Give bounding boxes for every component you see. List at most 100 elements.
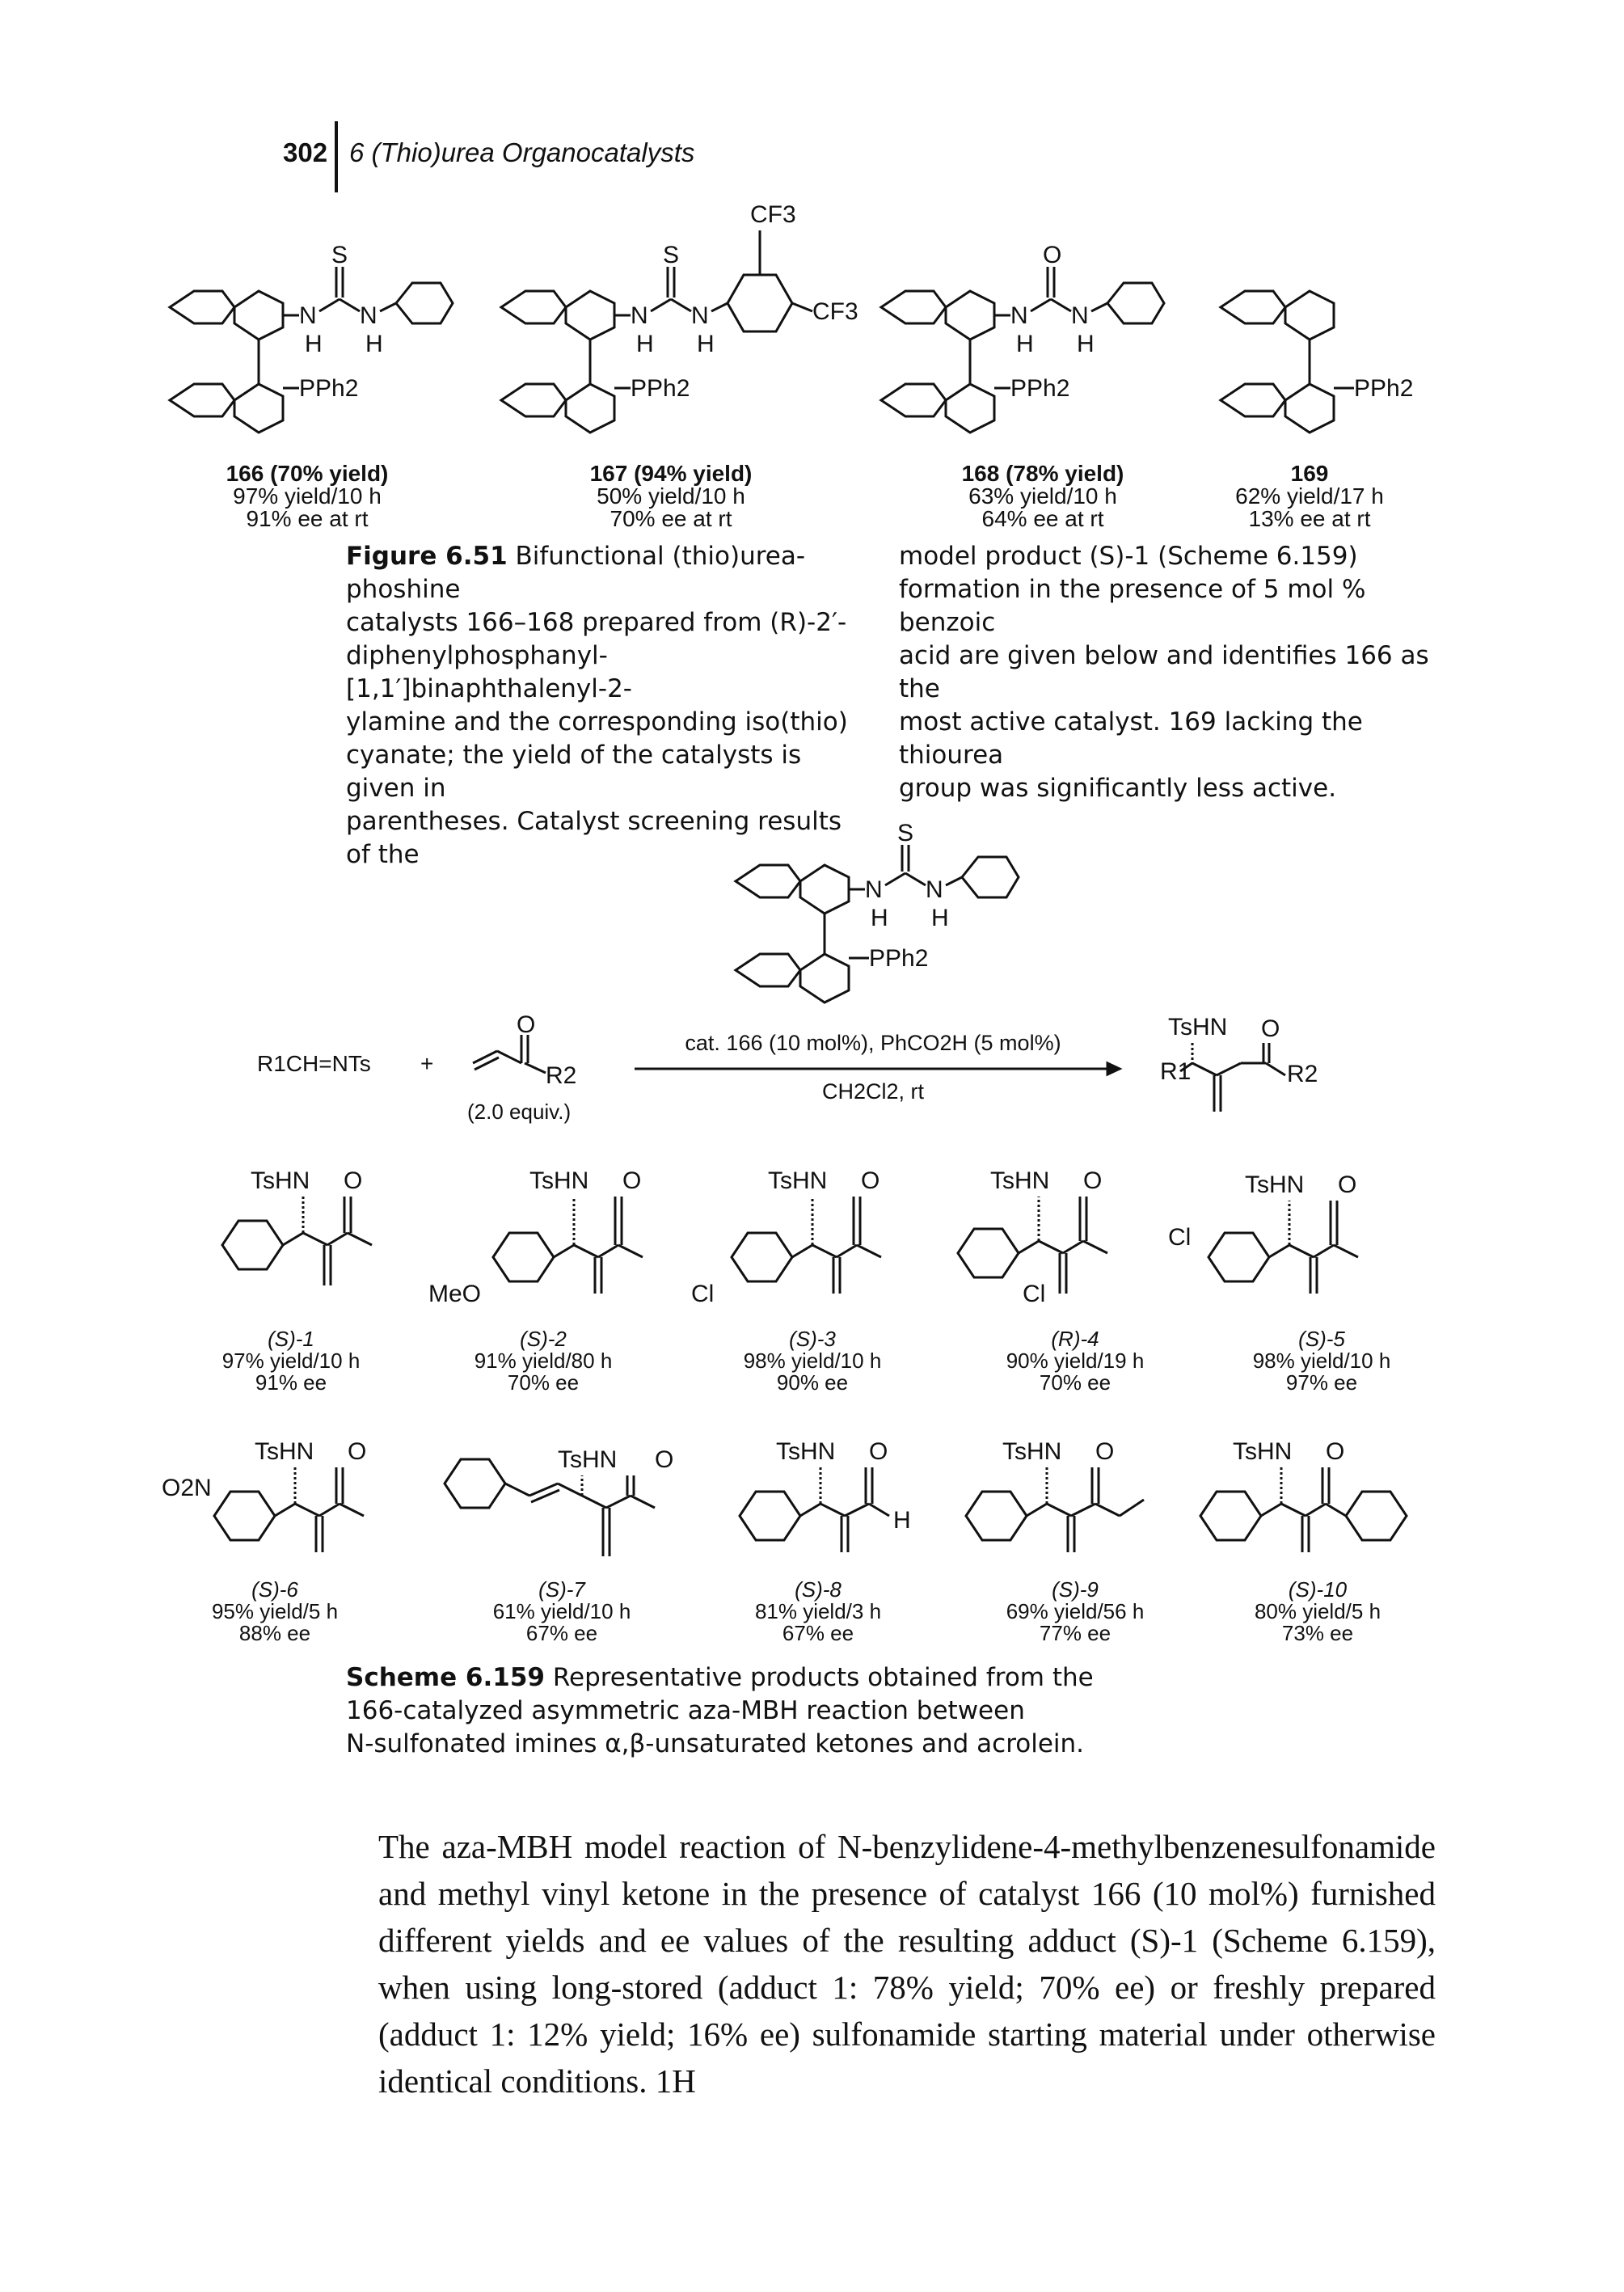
figure-caption-line: most active catalyst. 169 lacking the th… — [899, 707, 1363, 770]
h-atom: H — [871, 905, 888, 931]
product-6-structure: TsHN O O2N — [162, 1438, 366, 1552]
figure-caption-line: acid are given below and identifies 166 … — [899, 641, 1429, 703]
scheme-label: Scheme 6.159 — [346, 1663, 545, 1692]
h-atom: H — [1077, 331, 1095, 357]
pph2-group: PPh2 — [1354, 375, 1413, 402]
h-atom: H — [636, 331, 654, 357]
page-number: 302 — [283, 137, 328, 167]
cf3-group: CF3 — [812, 298, 858, 325]
reaction-arrow — [635, 1061, 1123, 1077]
product-ee: 97% ee — [1285, 1370, 1358, 1395]
conditions-top: cat. 166 (10 mol%), PhCO2H (5 mol%) — [685, 1031, 1061, 1055]
n-atom: N — [1071, 302, 1089, 329]
tshn-label: TsHN — [768, 1167, 827, 1194]
catalyst-168-yield: 63% yield/10 h — [968, 483, 1117, 509]
tshn-label: TsHN — [990, 1167, 1049, 1194]
reactant-equiv: (2.0 equiv.) — [467, 1100, 572, 1124]
r2-label: R2 — [546, 1062, 576, 1089]
product-name: (S)-1 — [268, 1327, 314, 1351]
h-atom: H — [1016, 331, 1034, 357]
o-atom: O — [348, 1438, 366, 1465]
tshn-label: TsHN — [251, 1167, 310, 1194]
reactant-imine: R1CH=NTs — [257, 1051, 371, 1076]
tshn-label: TsHN — [255, 1438, 314, 1465]
product-8-caption: (S)-8 81% yield/3 h 67% ee — [697, 1579, 939, 1644]
product-ee: 91% ee — [255, 1370, 327, 1395]
product-name: (S)-6 — [251, 1577, 298, 1602]
product-8-structure: TsHN O H — [738, 1438, 911, 1552]
product-4-caption: (R)-4 90% yield/19 h 70% ee — [954, 1328, 1196, 1394]
n-atom: N — [631, 302, 648, 329]
product-name: (S)-9 — [1052, 1577, 1099, 1602]
product-2-structure: TsHN O MeO — [428, 1167, 643, 1307]
product-yield: 80% yield/5 h — [1254, 1599, 1381, 1623]
catalyst-168-caption: 168 (78% yield) 63% yield/10 h 64% ee at… — [930, 462, 1156, 530]
product-3-structure: TsHN O Cl — [691, 1167, 882, 1307]
pph2-group: PPh2 — [299, 375, 358, 402]
s-atom: S — [663, 242, 679, 268]
tshn-label: TsHN — [529, 1167, 588, 1194]
tshn-label: TsHN — [1002, 1438, 1061, 1465]
product-ee: 70% ee — [507, 1370, 580, 1395]
product-yield: 98% yield/10 h — [1252, 1349, 1391, 1373]
tshn-label: TsHN — [1245, 1171, 1304, 1198]
product-name: (S)-8 — [795, 1577, 842, 1602]
product-name: (S)-2 — [520, 1327, 567, 1351]
catalyst-166-caption: 166 (70% yield) 97% yield/10 h 91% ee at… — [194, 462, 420, 530]
product-5-structure: TsHN O Cl — [1168, 1171, 1359, 1294]
product-yield: 61% yield/10 h — [492, 1599, 631, 1623]
n-atom: N — [1010, 302, 1028, 329]
catalyst-167-caption: 167 (94% yield) 50% yield/10 h 70% ee at… — [558, 462, 784, 530]
catalyst-169-ee: 13% ee at rt — [1248, 506, 1371, 531]
scheme-catalyst-structure: N H S N H PPh2 — [733, 820, 1020, 1004]
figure-label: Figure 6.51 — [346, 542, 508, 571]
catalyst-168-name: 168 (78% yield) — [961, 461, 1124, 486]
product-1-structure: TsHN O — [221, 1167, 373, 1285]
pph2-group: PPh2 — [631, 375, 690, 402]
h-atom: H — [931, 905, 949, 931]
pph2-group: PPh2 — [1010, 375, 1069, 402]
catalyst-169-yield: 62% yield/17 h — [1235, 483, 1384, 509]
header-divider — [335, 121, 338, 192]
n-atom: N — [360, 302, 378, 329]
product-yield: 95% yield/5 h — [211, 1599, 339, 1623]
o-atom: O — [622, 1167, 641, 1194]
catalyst-166-yield: 97% yield/10 h — [233, 483, 382, 509]
product-4-structure: TsHN O Cl — [956, 1167, 1108, 1307]
chapter-title: 6 (Thio)urea Organocatalysts — [349, 137, 695, 167]
s-atom: S — [331, 242, 348, 268]
figure-caption-line: formation in the presence of 5 mol % ben… — [899, 575, 1366, 637]
o-atom: O — [1043, 242, 1061, 268]
tshn-label: TsHN — [776, 1438, 835, 1465]
product-6-caption: (S)-6 95% yield/5 h 88% ee — [154, 1579, 396, 1644]
figure-caption-line: parentheses. Catalyst screening results … — [346, 807, 842, 869]
n-atom: N — [299, 302, 317, 329]
catalyst-166-structure: N H S N H PPh2 — [167, 242, 454, 434]
cl-group: Cl — [691, 1281, 714, 1307]
cf3-group: CF3 — [750, 201, 796, 228]
s-atom: S — [897, 820, 913, 846]
scheme-caption-line: 166-catalyzed asymmetric aza-MBH reactio… — [346, 1696, 1025, 1725]
enone-structure: O R2 — [472, 1011, 576, 1089]
catalyst-168-ee: 64% ee at rt — [981, 506, 1104, 531]
product-1-caption: (S)-1 97% yield/10 h 91% ee — [170, 1328, 412, 1394]
h-atom: H — [365, 331, 383, 357]
catalyst-167-yield: 50% yield/10 h — [597, 483, 745, 509]
o-atom: O — [1095, 1438, 1114, 1465]
figure-caption-left: Figure 6.51 Bifunctional (thio)urea-phos… — [346, 540, 871, 872]
r1-label: R1 — [1160, 1058, 1191, 1085]
catalyst-167-structure: N H S N H CF3 CF3 PPh2 — [499, 201, 858, 434]
scheme-caption-line: Representative products obtained from th… — [552, 1663, 1094, 1692]
product-9-structure: TsHN O — [964, 1438, 1145, 1552]
o-atom: O — [655, 1446, 673, 1473]
pph2-group: PPh2 — [869, 945, 928, 972]
product-9-caption: (S)-9 69% yield/56 h 77% ee — [954, 1579, 1196, 1644]
conditions-bottom: CH2Cl2, rt — [821, 1079, 925, 1104]
plus-sign: + — [420, 1051, 434, 1076]
product-name: (S)-7 — [538, 1577, 585, 1602]
tshn-label: TsHN — [1168, 1014, 1227, 1040]
figure-caption-line: diphenylphosphanyl- [1,1′]binaphthalenyl… — [346, 641, 632, 703]
catalyst-166-name: 166 (70% yield) — [226, 461, 389, 486]
figure-caption-line: model product (S)-1 (Scheme 6.159) — [899, 542, 1358, 571]
product-ee: 90% ee — [776, 1370, 849, 1395]
